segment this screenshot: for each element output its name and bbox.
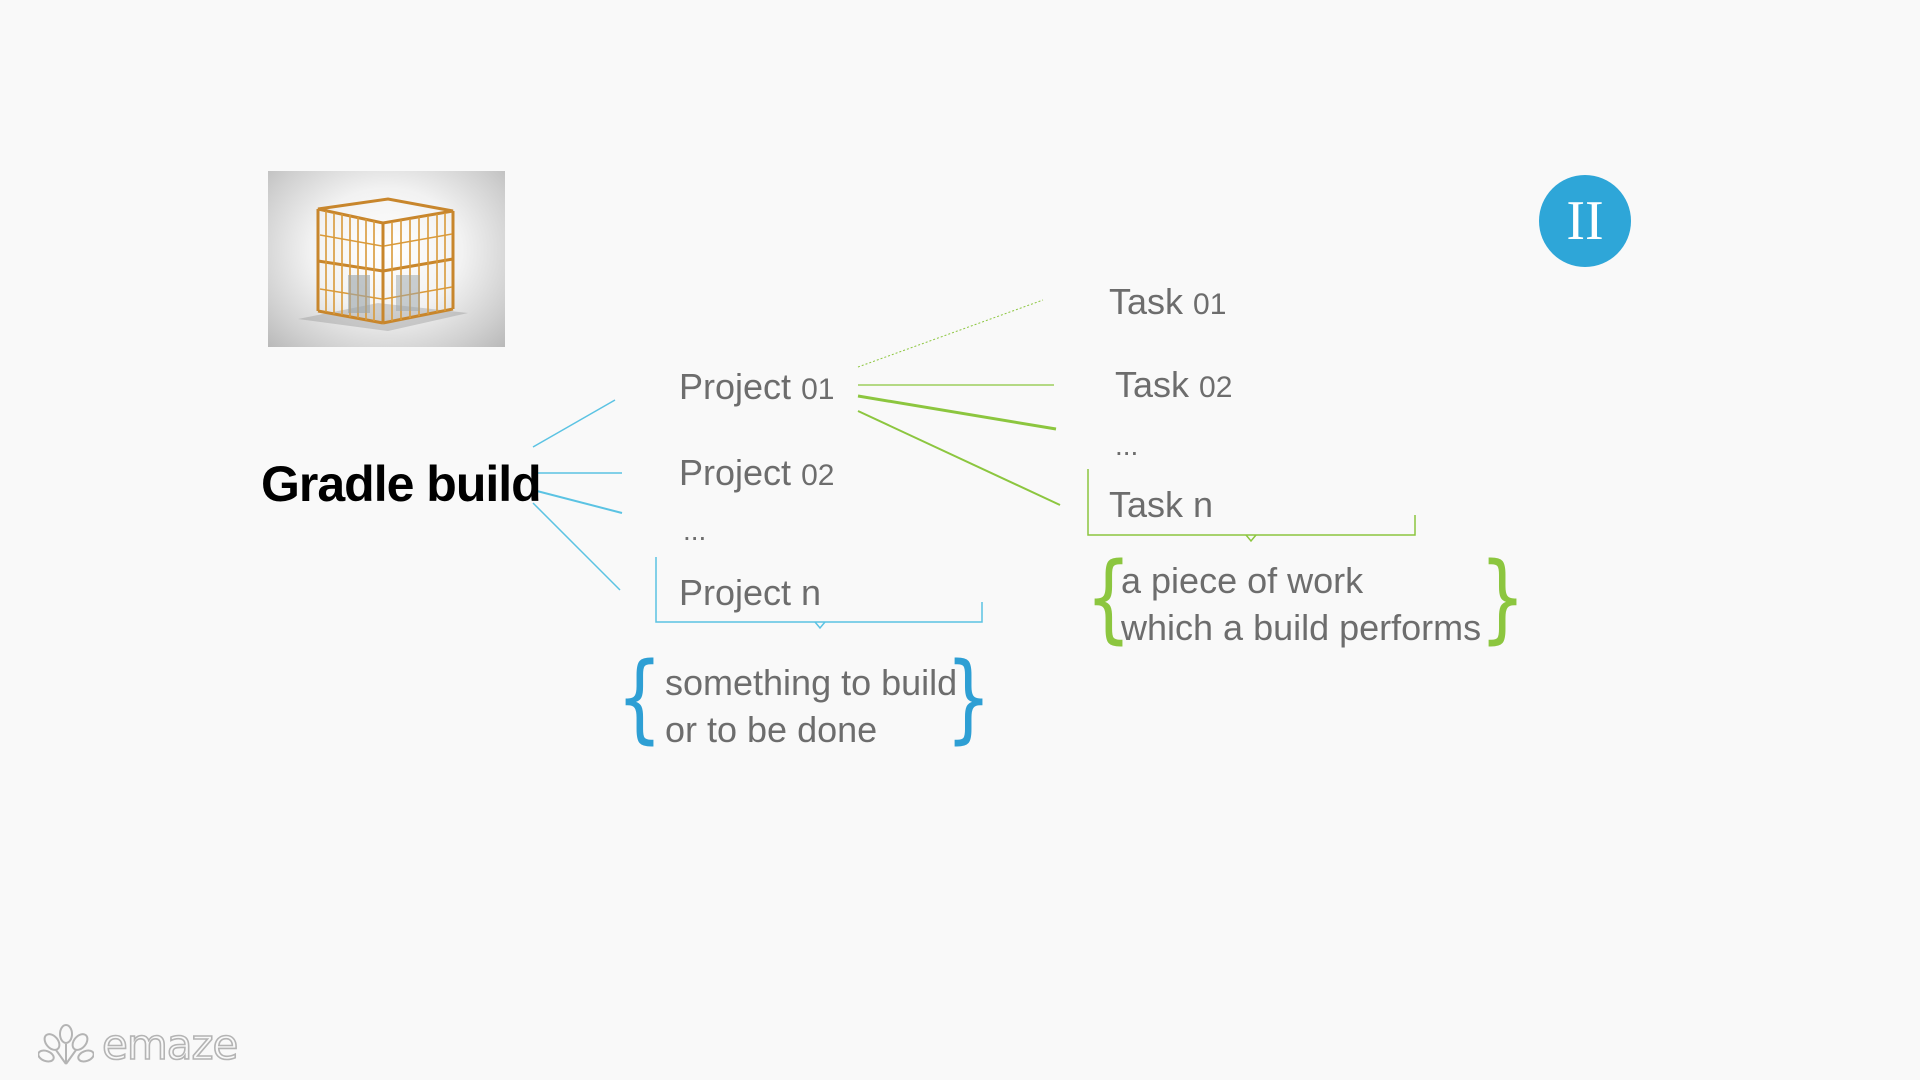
task-item: Task 02 <box>1115 367 1232 403</box>
left-brace-icon: { <box>616 642 663 754</box>
project-item-word: Project n <box>679 572 822 613</box>
project-description-line: something to build <box>665 662 958 703</box>
connector-project-task-01 <box>857 299 1044 368</box>
emaze-peacock-icon <box>38 1023 94 1065</box>
project-item-number: 01 <box>801 373 835 406</box>
project-description-line: or to be done <box>665 709 878 750</box>
right-brace-icon: } <box>1479 542 1526 654</box>
task-item: Task n <box>1109 487 1213 523</box>
left-brace-icon: { <box>1085 542 1132 654</box>
connector-root-project-n <box>532 502 621 591</box>
project-item-word: Project <box>679 452 792 493</box>
house-frame-image <box>268 171 505 347</box>
task-description: a piece of work which a build performs <box>1121 557 1481 651</box>
project-ellipsis-text: ... <box>683 515 707 546</box>
project-item: Project 01 <box>679 369 834 405</box>
task-bracket <box>1087 469 1416 536</box>
task-item-number: 01 <box>1193 288 1227 321</box>
task-item-number: 02 <box>1199 371 1233 404</box>
project-ellipsis: ... <box>683 517 706 545</box>
task-description-line: a piece of work <box>1121 560 1364 601</box>
brand-name: emaze <box>101 1019 239 1070</box>
task-item-word: Task <box>1109 281 1184 322</box>
task-item-word: Task <box>1115 364 1190 405</box>
project-item: Project 02 <box>679 455 834 491</box>
project-item: Project n <box>679 575 821 611</box>
project-bracket-pointer <box>814 621 826 630</box>
project-description: something to build or to be done <box>665 659 957 753</box>
connector-project-ellipsis <box>857 394 1057 431</box>
task-ellipsis-text: ... <box>1115 430 1139 461</box>
project-item-word: Project <box>679 366 792 407</box>
task-item: Task 01 <box>1109 284 1226 320</box>
connector-project-task-n <box>857 410 1061 506</box>
brand-logo[interactable]: emaze <box>38 1019 239 1070</box>
connector-root-ellipsis <box>532 489 623 514</box>
project-bracket <box>655 557 983 623</box>
task-description-line: which a build performs <box>1121 607 1482 648</box>
connector-root-project-01 <box>532 399 616 448</box>
task-bracket-pointer <box>1245 534 1257 543</box>
project-item-number: 02 <box>801 459 835 492</box>
right-brace-icon: } <box>945 642 992 754</box>
root-label: Gradle build <box>261 456 542 512</box>
task-ellipsis: ... <box>1115 432 1138 460</box>
house-frame-icon <box>298 197 468 331</box>
task-item-word: Task n <box>1109 484 1214 525</box>
section-badge: II <box>1539 175 1631 267</box>
